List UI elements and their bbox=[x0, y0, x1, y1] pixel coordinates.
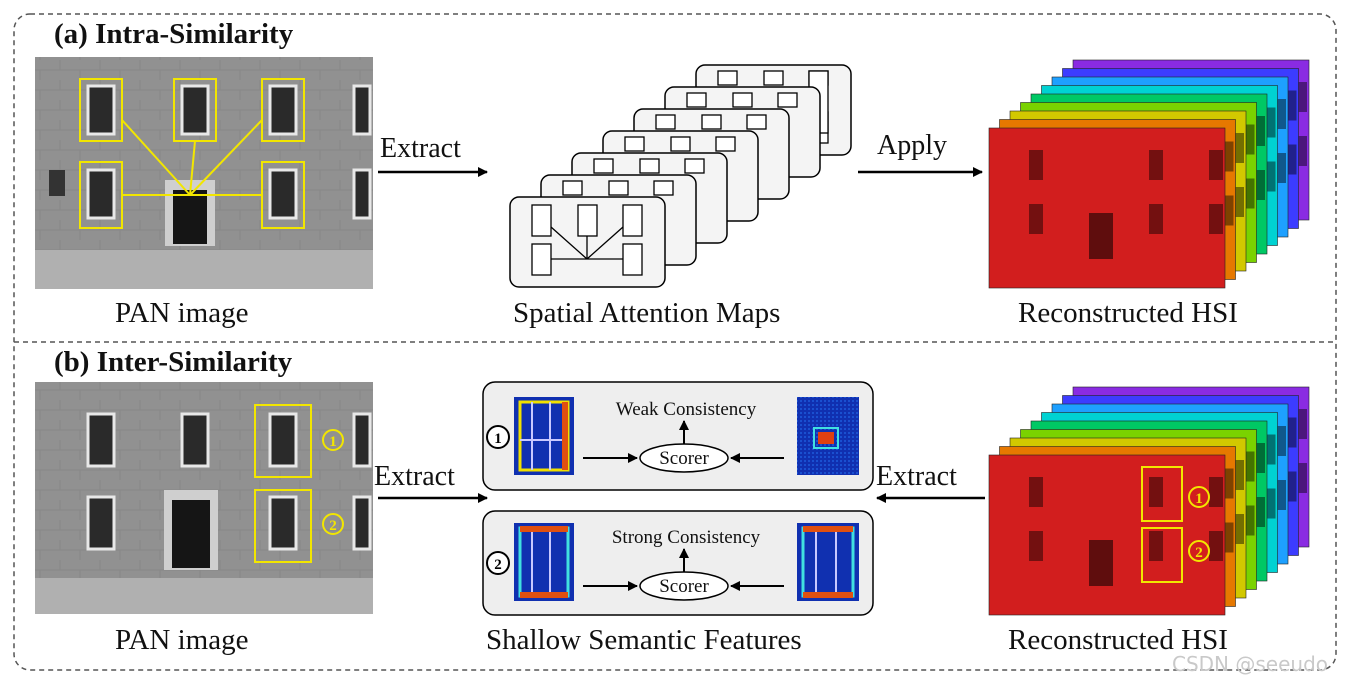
marker-1-panel-label: 1 bbox=[494, 431, 502, 447]
marker-1-pan-label: 1 bbox=[329, 434, 337, 450]
marker-2-panel bbox=[486, 551, 510, 575]
extract-label-a: Extract bbox=[380, 133, 461, 164]
attention-map-stack bbox=[509, 64, 852, 288]
marker-2-pan bbox=[322, 513, 344, 535]
hsi-band-layer bbox=[988, 127, 1226, 289]
marker-2-panel-label: 2 bbox=[494, 557, 502, 573]
hsi-stack-b bbox=[988, 386, 1310, 616]
apply-label: Apply bbox=[877, 130, 947, 161]
feature-panel-2 bbox=[482, 510, 874, 616]
watermark: CSDN @seeudo bbox=[1172, 652, 1329, 676]
hsi-caption-a: Reconstructed HSI bbox=[1018, 297, 1238, 329]
highlight-boxes-b bbox=[254, 404, 344, 563]
extract-label-b-right: Extract bbox=[876, 461, 957, 492]
scorer-1-label: Scorer bbox=[659, 448, 709, 469]
marker-2-pan-label: 2 bbox=[329, 518, 337, 534]
feature-map-hsi-2 bbox=[797, 523, 859, 601]
strong-consistency-label: Strong Consistency bbox=[612, 527, 761, 548]
pan-caption-a: PAN image bbox=[115, 297, 249, 329]
maps-caption: Spatial Attention Maps bbox=[513, 297, 781, 329]
feature-map-pan-2 bbox=[514, 523, 574, 601]
highlight-boxes-a bbox=[79, 78, 305, 229]
section-b-title: (b) Inter-Similarity bbox=[54, 346, 293, 378]
pan-caption-b: PAN image bbox=[115, 624, 249, 656]
marker-2-hsi-label: 2 bbox=[1195, 545, 1203, 561]
attention-map-card bbox=[509, 196, 666, 288]
marker-1-panel bbox=[486, 425, 510, 449]
marker-1-hsi-label: 1 bbox=[1195, 491, 1203, 507]
pan-image-b bbox=[35, 382, 373, 614]
weak-consistency-label: Weak Consistency bbox=[616, 399, 757, 420]
extract-label-b-left: Extract bbox=[374, 461, 455, 492]
feature-panel-1 bbox=[482, 381, 874, 491]
marker-1-pan bbox=[322, 429, 344, 451]
hsi-band-layer bbox=[988, 454, 1226, 616]
pan-image-a bbox=[35, 57, 373, 289]
hsi-caption-b: Reconstructed HSI bbox=[1008, 624, 1228, 656]
scorer-2-label: Scorer bbox=[659, 576, 709, 597]
features-caption: Shallow Semantic Features bbox=[486, 624, 802, 656]
hsi-stack-a bbox=[988, 59, 1310, 289]
highlight-boxes-hsi-b bbox=[1141, 466, 1210, 583]
section-a-title: (a) Intra-Similarity bbox=[54, 18, 294, 50]
